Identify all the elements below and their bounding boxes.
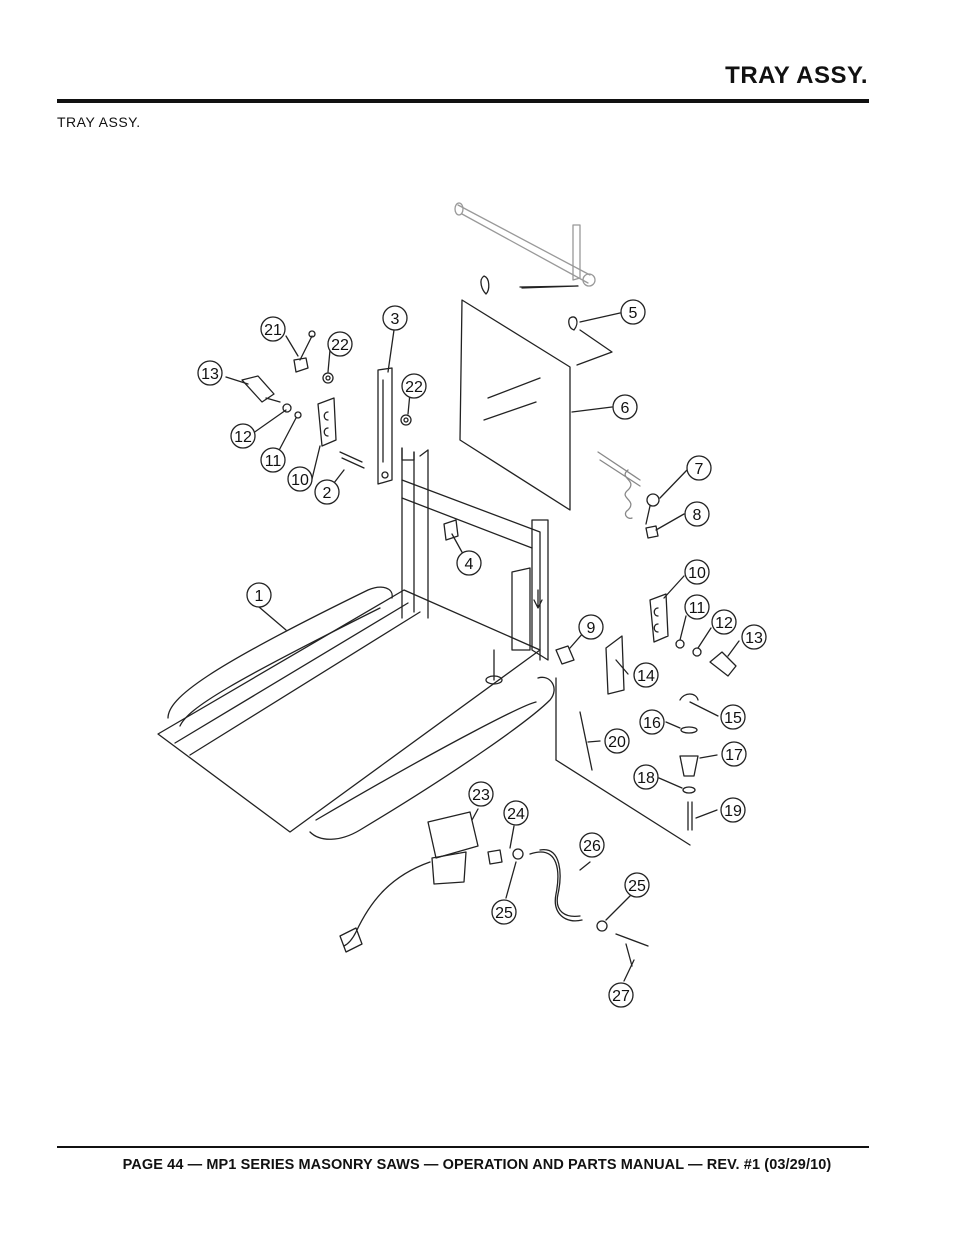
svg-text:23: 23 <box>472 787 490 804</box>
callout-7: 7 <box>686 455 712 481</box>
callout-23: 23 <box>468 781 494 807</box>
svg-text:20: 20 <box>608 734 626 751</box>
svg-text:4: 4 <box>465 556 474 573</box>
callout-22: 22 <box>327 331 353 357</box>
adjust-bar-part <box>377 367 393 485</box>
callout-18: 18 <box>633 764 659 790</box>
svg-text:8: 8 <box>693 507 702 524</box>
left-hardware-part <box>241 330 459 541</box>
svg-text:10: 10 <box>688 565 706 582</box>
guard-plate-part <box>459 275 613 511</box>
header-rule <box>57 99 869 103</box>
svg-text:12: 12 <box>715 615 733 632</box>
callout-5: 5 <box>620 299 646 325</box>
callout-25: 25 <box>624 872 650 898</box>
callout-12: 12 <box>711 609 737 635</box>
callout-17: 17 <box>721 741 747 767</box>
svg-text:26: 26 <box>583 838 601 855</box>
svg-text:10: 10 <box>291 472 309 489</box>
callout-25: 25 <box>491 899 517 925</box>
svg-text:11: 11 <box>265 453 282 470</box>
svg-text:21: 21 <box>264 322 282 339</box>
callout-16: 16 <box>639 709 665 735</box>
callout-20: 20 <box>604 728 630 754</box>
callout-2: 2 <box>314 479 340 505</box>
callout-8: 8 <box>684 501 710 527</box>
footer-rule <box>57 1146 869 1148</box>
mount-hardware-part <box>555 693 699 846</box>
svg-text:15: 15 <box>724 710 742 727</box>
callout-10: 10 <box>287 466 313 492</box>
svg-text:22: 22 <box>405 379 423 396</box>
callout-13: 13 <box>741 624 767 650</box>
svg-text:24: 24 <box>507 806 525 823</box>
svg-text:13: 13 <box>201 366 219 383</box>
callout-6: 6 <box>612 394 638 420</box>
callout-22: 22 <box>401 373 427 399</box>
pump-hose-part <box>339 811 649 967</box>
callout-11: 11 <box>260 447 286 473</box>
svg-text:6: 6 <box>621 400 630 417</box>
callout-1: 1 <box>246 582 272 608</box>
svg-text:19: 19 <box>724 803 742 820</box>
callout-12: 12 <box>230 423 256 449</box>
svg-text:25: 25 <box>495 905 513 922</box>
section-subtitle: TRAY ASSY. <box>57 114 141 130</box>
svg-text:16: 16 <box>643 715 661 732</box>
svg-text:1: 1 <box>255 588 264 605</box>
svg-text:13: 13 <box>745 630 763 647</box>
rod-part <box>454 202 596 287</box>
page-footer: PAGE 44 — MP1 SERIES MASONRY SAWS — OPER… <box>122 1157 832 1173</box>
callout-19: 19 <box>720 797 746 823</box>
svg-text:5: 5 <box>629 305 638 322</box>
page-title: TRAY ASSY. <box>725 62 868 89</box>
callout-3: 3 <box>382 305 408 331</box>
callout-13: 13 <box>197 360 223 386</box>
callout-10: 10 <box>684 559 710 585</box>
callout-21: 21 <box>260 316 286 342</box>
svg-text:17: 17 <box>725 747 743 764</box>
part-callouts: 1 2 3 4 5 6 7 8 9 10 10 11 11 12 12 13 1… <box>197 299 767 1008</box>
svg-text:27: 27 <box>612 988 630 1005</box>
svg-text:7: 7 <box>695 461 704 478</box>
svg-text:14: 14 <box>637 668 655 685</box>
callout-27: 27 <box>608 982 634 1008</box>
svg-text:12: 12 <box>234 429 252 446</box>
callout-15: 15 <box>720 704 746 730</box>
svg-text:9: 9 <box>587 620 596 637</box>
svg-text:25: 25 <box>628 878 646 895</box>
callout-26: 26 <box>579 832 605 858</box>
svg-text:2: 2 <box>323 485 332 502</box>
callout-9: 9 <box>578 614 604 640</box>
callout-11: 11 <box>684 594 710 620</box>
svg-text:18: 18 <box>637 770 655 787</box>
tray-frame-part <box>157 447 557 840</box>
callout-24: 24 <box>503 800 529 826</box>
svg-text:3: 3 <box>391 311 400 328</box>
svg-text:22: 22 <box>331 337 349 354</box>
callout-4: 4 <box>456 550 482 576</box>
right-hardware-part <box>555 451 737 695</box>
callout-14: 14 <box>633 662 659 688</box>
svg-text:11: 11 <box>689 600 706 617</box>
